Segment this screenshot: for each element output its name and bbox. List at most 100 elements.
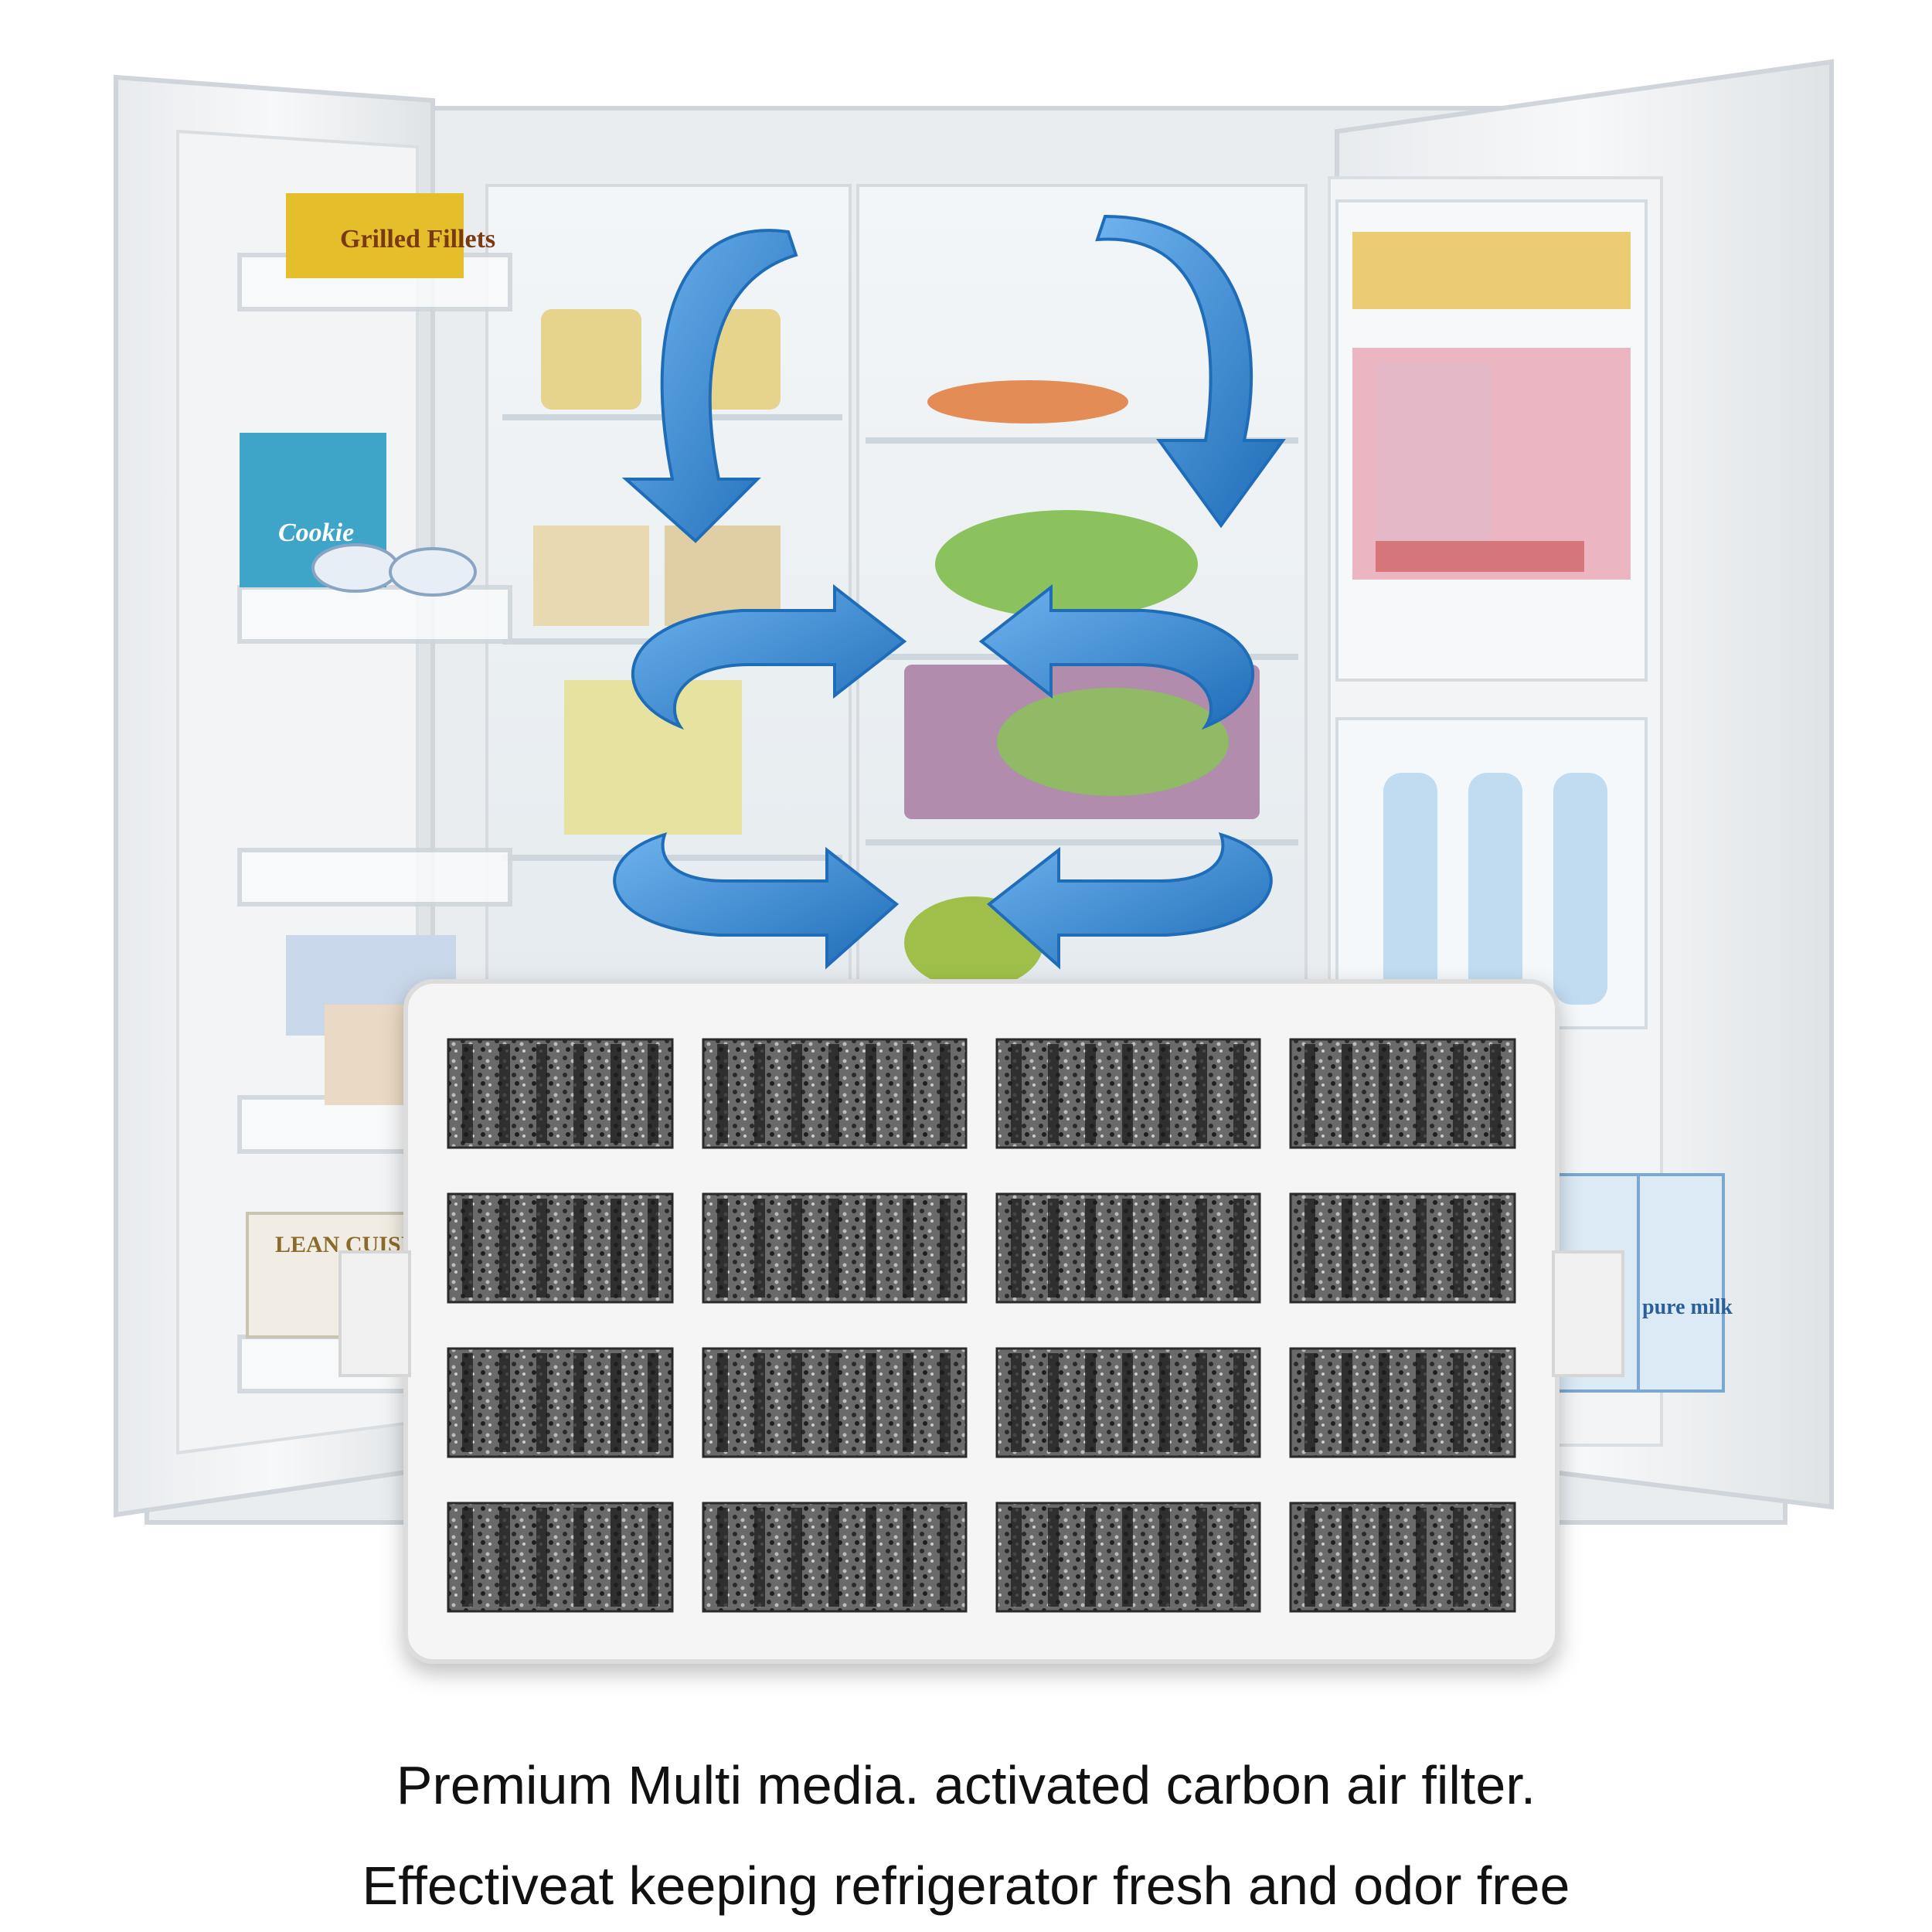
- airflow-arrow-icon: [631, 583, 907, 730]
- carbon-pleat: [1122, 1353, 1133, 1452]
- freezer-bar: [1376, 541, 1584, 572]
- carbon-filter-cell: [1289, 1192, 1516, 1304]
- carbon-pleat: [1159, 1353, 1170, 1452]
- carbon-pleat: [1011, 1044, 1022, 1143]
- carbon-pleat: [791, 1044, 802, 1143]
- carbon-pleat: [1342, 1199, 1352, 1298]
- refrigerator: Grilled Fillets Cookie LEAN CUISINE: [114, 59, 1834, 1525]
- carbon-pleat: [828, 1044, 839, 1143]
- carbon-pleat: [573, 1508, 584, 1607]
- carbon-pleat: [536, 1353, 547, 1452]
- carbon-pleat: [1342, 1353, 1352, 1452]
- snack-row: [1352, 232, 1631, 309]
- carbon-pleat: [1159, 1044, 1170, 1143]
- grilled-fillets-box: [286, 193, 464, 278]
- carbon-pleat: [754, 1508, 765, 1607]
- food-box: [533, 526, 649, 626]
- carbon-filter-cell: [447, 1347, 674, 1458]
- filter-side-tab: [1552, 1250, 1624, 1377]
- carbon-pleat: [717, 1508, 728, 1607]
- carbon-pleat: [462, 1044, 473, 1143]
- carbon-pleat: [1490, 1508, 1501, 1607]
- carbon-pleat: [1011, 1353, 1022, 1452]
- carbon-pleat: [1233, 1353, 1244, 1452]
- carbon-pleat: [1196, 1353, 1207, 1452]
- carbon-pleat: [1453, 1508, 1464, 1607]
- carbon-pleat: [1233, 1199, 1244, 1298]
- carbon-pleat: [499, 1508, 510, 1607]
- cookie-label: Cookie: [278, 519, 354, 547]
- carbon-pleat: [611, 1353, 621, 1452]
- filter-side-tab: [338, 1250, 411, 1377]
- carbon-pleat: [499, 1044, 510, 1143]
- airflow-arrow-icon: [1095, 214, 1286, 529]
- carbon-pleat: [1416, 1199, 1427, 1298]
- lettuce: [935, 510, 1198, 618]
- carbon-pleat: [573, 1044, 584, 1143]
- carbon-pleat: [1196, 1508, 1207, 1607]
- carbon-pleat: [1233, 1044, 1244, 1143]
- carbon-pleat: [1048, 1044, 1059, 1143]
- carbon-pleat: [940, 1199, 951, 1298]
- carbon-pleat: [1490, 1044, 1501, 1143]
- carbon-filter-cell: [447, 1038, 674, 1149]
- carbon-pleat: [940, 1044, 951, 1143]
- air-filter-cells: [447, 1038, 1516, 1613]
- grilled-fillets-label: Grilled Fillets: [340, 225, 495, 253]
- carbon-pleat: [754, 1044, 765, 1143]
- carbon-pleat: [1379, 1199, 1389, 1298]
- cheese-tub: [311, 543, 400, 593]
- carbon-pleat: [1048, 1353, 1059, 1452]
- carbon-pleat: [1379, 1044, 1389, 1143]
- carbon-pleat: [828, 1353, 839, 1452]
- carbon-pleat: [611, 1508, 621, 1607]
- carbon-pleat: [573, 1199, 584, 1298]
- carbon-pleat: [1085, 1044, 1096, 1143]
- door-bin: [237, 585, 512, 644]
- carbon-pleat: [536, 1044, 547, 1143]
- carbon-pleat: [754, 1199, 765, 1298]
- carbon-pleat: [1379, 1508, 1389, 1607]
- carbon-pleat: [1304, 1508, 1315, 1607]
- carbon-filter-cell: [447, 1502, 674, 1613]
- carbon-pleat: [1159, 1199, 1170, 1298]
- carbon-pleat: [1085, 1353, 1096, 1452]
- carbon-pleat: [1048, 1199, 1059, 1298]
- carbon-pleat: [1342, 1508, 1352, 1607]
- carbon-pleat: [1159, 1508, 1170, 1607]
- carbon-pleat: [1304, 1199, 1315, 1298]
- carbon-pleat: [536, 1199, 547, 1298]
- carbon-pleat: [1122, 1199, 1133, 1298]
- carbon-filter-cell: [447, 1192, 674, 1304]
- caption-line-2: Effectiveat keeping refrigerator fresh a…: [362, 1855, 1570, 1916]
- airflow-arrow-icon: [621, 229, 798, 543]
- carbon-pleat: [611, 1044, 621, 1143]
- frozen-pack: [1376, 363, 1492, 549]
- carbon-pleat: [1011, 1508, 1022, 1607]
- carbon-pleat: [1011, 1199, 1022, 1298]
- carbon-pleat: [1416, 1508, 1427, 1607]
- carbon-pleat: [1453, 1199, 1464, 1298]
- carbon-pleat: [536, 1508, 547, 1607]
- water-bottle: [1553, 773, 1607, 1005]
- carbon-pleat: [903, 1199, 913, 1298]
- carbon-pleat: [1304, 1044, 1315, 1143]
- carbon-pleat: [1233, 1508, 1244, 1607]
- carbon-pleat: [1304, 1353, 1315, 1452]
- carbon-pleat: [1122, 1508, 1133, 1607]
- airflow-arrow-icon: [613, 832, 900, 970]
- carbon-pleat: [1122, 1044, 1133, 1143]
- airflow-arrows: [613, 214, 1286, 970]
- carbon-pleat: [648, 1199, 658, 1298]
- cheese-tub: [389, 547, 477, 597]
- carbon-pleat: [462, 1199, 473, 1298]
- carbon-pleat: [717, 1199, 728, 1298]
- carbon-pleat: [828, 1199, 839, 1298]
- airflow-arrow-icon: [978, 583, 1255, 730]
- carbon-pleat: [791, 1353, 802, 1452]
- airflow-arrow-icon: [986, 832, 1273, 970]
- carbon-pleat: [499, 1353, 510, 1452]
- carbon-pleat: [1196, 1199, 1207, 1298]
- milk-carton: [1637, 1173, 1725, 1393]
